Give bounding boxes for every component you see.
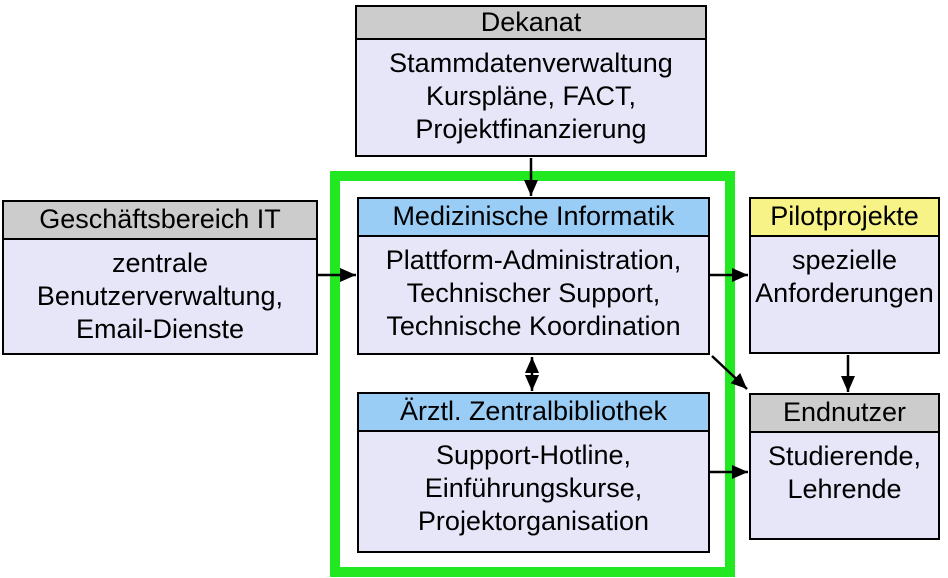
box-endnutzer-header: Endnutzer — [751, 395, 938, 433]
box-pilotprojekte: Pilotprojekte spezielle Anforderungen — [749, 197, 940, 354]
box-pilotprojekte-header: Pilotprojekte — [751, 199, 938, 237]
box-medizinische-informatik-header: Medizinische Informatik — [359, 199, 708, 237]
box-aerztl-zentralbibliothek: Ärztl. Zentralbibliothek Support-Hotline… — [357, 392, 710, 553]
box-geschaeftsbereich-it-header: Geschäftsbereich IT — [4, 202, 316, 240]
box-dekanat-body: Stammdatenverwaltung Kurspläne, FACT, Pr… — [389, 48, 673, 144]
box-dekanat-header: Dekanat — [357, 7, 705, 40]
box-geschaeftsbereich-it-body: zentrale Benutzerverwaltung, Email-Diens… — [36, 248, 284, 344]
box-aerztl-zentralbibliothek-body: Support-Hotline, Einführungskurse, Proje… — [417, 440, 650, 536]
box-medizinische-informatik: Medizinische Informatik Plattform-Admini… — [357, 197, 710, 355]
box-endnutzer-body: Studierende, Lehrende — [767, 441, 922, 504]
box-endnutzer: Endnutzer Studierende, Lehrende — [749, 393, 940, 540]
box-dekanat: Dekanat Stammdatenverwaltung Kurspläne, … — [355, 5, 707, 157]
box-aerztl-zentralbibliothek-header: Ärztl. Zentralbibliothek — [359, 394, 708, 432]
box-geschaeftsbereich-it: Geschäftsbereich IT zentrale Benutzerver… — [2, 200, 318, 355]
box-pilotprojekte-body: spezielle Anforderungen — [755, 245, 934, 308]
box-medizinische-informatik-body: Plattform-Administration, Technischer Su… — [385, 245, 682, 341]
